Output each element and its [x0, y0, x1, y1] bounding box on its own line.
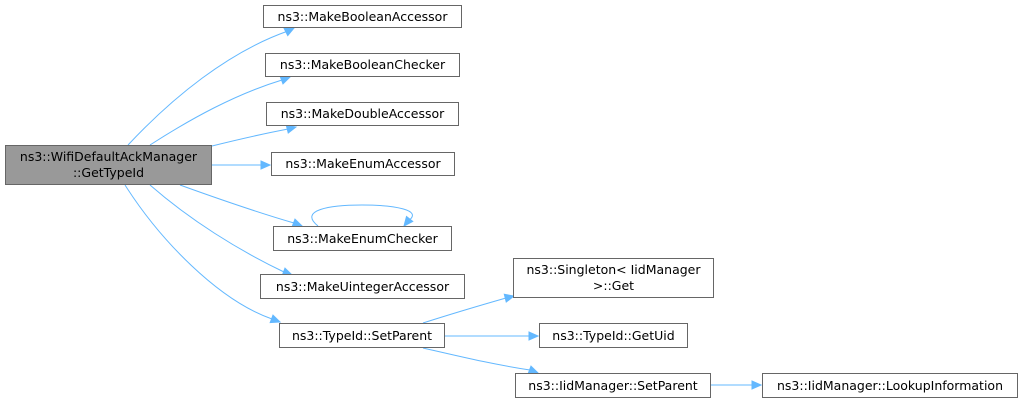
edge-arrowhead [285, 124, 298, 134]
edge-root-to-make-boolean-checker [149, 79, 283, 146]
node-label: ns3::MakeBooleanAccessor [277, 8, 448, 24]
edge-arrowhead [283, 27, 296, 37]
edge-root-to-make-uinteger-accessor [149, 184, 285, 273]
edge-arrowhead [403, 215, 414, 227]
edge-root-to-typeid-set-parent [124, 184, 273, 320]
node-label: ns3::MakeEnumAccessor [285, 156, 441, 171]
edge-arrowhead [269, 314, 282, 324]
node-label: ns3::TypeId::GetUid [552, 327, 675, 343]
node-label: ns3::TypeId::SetParent [291, 327, 433, 343]
node-make-double-accessor[interactable]: ns3::MakeDoubleAccessor [266, 102, 459, 126]
node-make-enum-accessor[interactable]: ns3::MakeEnumAccessor [271, 152, 455, 176]
node-label: ns3::MakeDoubleAccessor [280, 106, 445, 121]
node-make-boolean-checker[interactable]: ns3::MakeBooleanChecker [265, 53, 460, 77]
edge-arrowhead [279, 75, 292, 85]
edge-root-to-make-enum-checker [179, 184, 295, 224]
edge-arrowhead [260, 160, 272, 170]
edge-make-enum-checker-to-make-enum-checker [311, 204, 413, 227]
node-label: ns3::MakeBooleanChecker [279, 57, 446, 72]
node-type-id-set-parent[interactable]: ns3::TypeId::SetParent [279, 323, 445, 348]
node-iid-manager-lookup-information[interactable]: ns3::IidManager::LookupInformation [762, 373, 1018, 398]
edge-typeid-set-parent-to-singleton-get [422, 297, 507, 324]
node-iid-manager-set-parent[interactable]: ns3::IidManager::SetParent [515, 373, 711, 398]
node-singleton-iid-manager-get[interactable]: ns3::Singleton< IidManager >::Get [513, 258, 714, 298]
edge-root-to-make-boolean-accessor [127, 30, 289, 146]
node-label: ns3::MakeUintegerAccessor [275, 278, 450, 294]
edge-typeid-set-parent-to-iidmanager-set-parent [422, 347, 531, 371]
node-make-boolean-accessor[interactable]: ns3::MakeBooleanAccessor [263, 5, 462, 28]
edge-arrowhead [503, 293, 516, 303]
node-label: ns3::MakeEnumChecker [287, 230, 438, 246]
edge-arrowhead [528, 331, 540, 341]
edge-root-to-make-double-accessor [211, 128, 289, 147]
node-label: ns3::IidManager::LookupInformation [776, 377, 1003, 393]
node-label-line-1: ns3::Singleton< IidManager [526, 262, 701, 277]
node-type-id-get-uid[interactable]: ns3::TypeId::GetUid [539, 323, 688, 348]
node-make-enum-checker[interactable]: ns3::MakeEnumChecker [273, 226, 452, 251]
node-label-line-1: ns3::WifiDefaultAckManager [19, 149, 198, 164]
node-make-uinteger-accessor[interactable]: ns3::MakeUintegerAccessor [260, 274, 465, 299]
edge-arrowhead [751, 380, 763, 390]
node-wifi-default-ack-manager-get-type-id[interactable]: ns3::WifiDefaultAckManager ::GetTypeId [5, 145, 212, 185]
node-label-line-2: >::Get [592, 278, 635, 293]
node-label-line-2: ::GetTypeId [72, 165, 145, 180]
node-label: ns3::IidManager::SetParent [528, 377, 698, 393]
